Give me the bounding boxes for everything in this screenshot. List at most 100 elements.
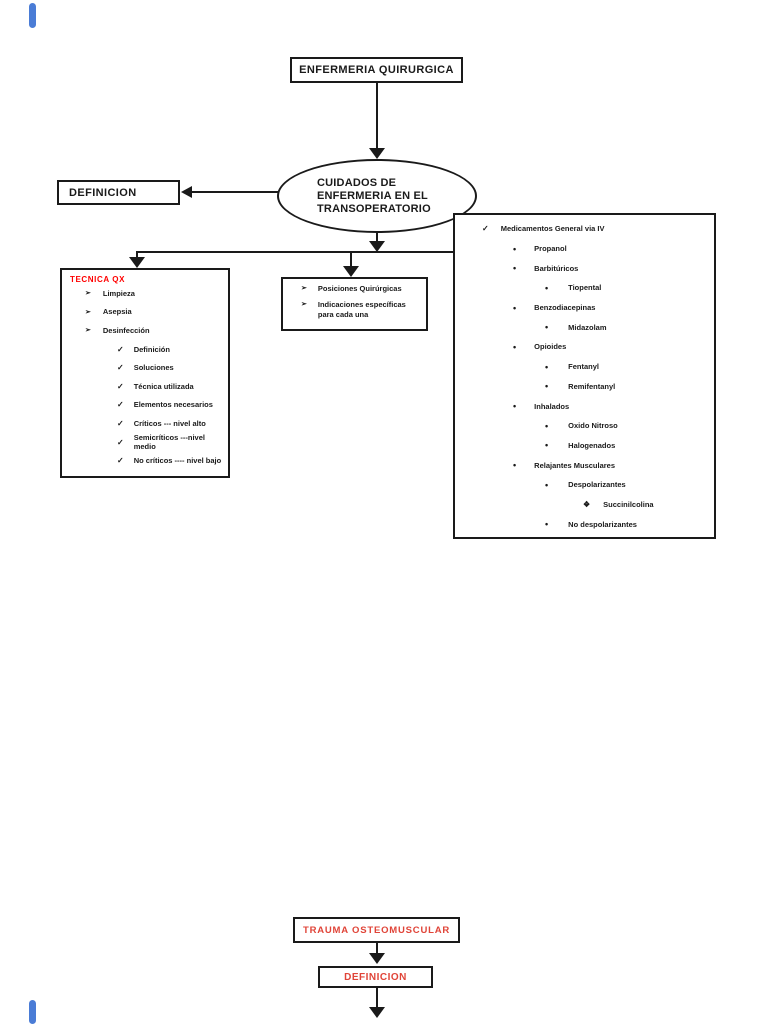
definicion-node: DEFINICION xyxy=(57,180,180,205)
list-item: ✓ Medicamentos General via IV xyxy=(455,219,714,239)
branch-line xyxy=(136,251,455,253)
list-item: ➢ Desinfección xyxy=(62,321,228,340)
list-item: ✓ Técnica utilizada xyxy=(62,377,228,396)
list-item: • Relajantes Musculares xyxy=(455,455,714,475)
connector-line xyxy=(376,83,378,150)
medicamentos-box: ✓ Medicamentos General via IV • Propanol… xyxy=(453,213,716,539)
connector-line xyxy=(350,253,352,268)
list-item: • Inhalados xyxy=(455,396,714,416)
arrow-bullet-icon: ➢ xyxy=(301,301,307,308)
arrow-bullet-icon: ➢ xyxy=(301,285,307,292)
definicion2-node: DEFINICION xyxy=(318,966,433,988)
list-item: ✓ Críticos --- nivel alto xyxy=(62,414,228,433)
bullet-icon: • xyxy=(545,440,549,451)
list-item-label: Benzodiacepinas xyxy=(534,303,596,313)
tecnica-qx-title: TECNICA QX xyxy=(70,275,126,284)
list-item-label: Halogenados xyxy=(568,440,616,450)
list-item: • Fentanyl xyxy=(455,357,714,377)
list-item: ➢ Indicaciones específicas para cada una xyxy=(283,300,426,320)
check-icon: ✓ xyxy=(117,437,124,447)
list-item-label: Soluciones xyxy=(133,363,174,373)
central-node-label: CUIDADOS DE ENFERMERIA EN EL TRANSOPERAT… xyxy=(317,176,431,215)
list-item: ➢ Limpieza xyxy=(62,284,228,303)
list-item-label: Asepsia xyxy=(102,307,132,317)
medicamentos-title: Medicamentos General via IV xyxy=(500,224,605,234)
trauma-node: TRAUMA OSTEOMUSCULAR xyxy=(293,917,460,943)
list-item-label: Desinfección xyxy=(102,325,150,335)
list-item-label: No críticos ---- nivel bajo xyxy=(133,456,222,466)
list-item-label: Definición xyxy=(133,344,170,354)
central-node: CUIDADOS DE ENFERMERIA EN EL TRANSOPERAT… xyxy=(277,159,477,233)
arrow-down-icon xyxy=(369,953,385,964)
check-icon: ✓ xyxy=(482,224,489,234)
bullet-icon: • xyxy=(513,341,517,352)
list-item-label: No despolarizantes xyxy=(568,519,637,529)
list-item: ✓ Definición xyxy=(62,340,228,359)
bullet-icon: • xyxy=(545,361,549,372)
list-item-label: Posiciones Quirúrgicas xyxy=(317,284,402,293)
list-item: • Despolarizantes xyxy=(455,475,714,495)
list-item-label: Despolarizantes xyxy=(568,480,626,490)
list-item: ❖ Succinilcolina xyxy=(455,495,714,515)
connector-line xyxy=(376,943,378,955)
list-item-label: Técnica utilizada xyxy=(133,381,194,391)
check-icon: ✓ xyxy=(117,344,124,354)
list-item: • Midazolam xyxy=(455,317,714,337)
arrow-down-icon xyxy=(369,241,385,252)
arrow-bullet-icon: ➢ xyxy=(85,327,91,335)
definicion-node-label: DEFINICION xyxy=(69,186,137,199)
trauma-node-label: TRAUMA OSTEOMUSCULAR xyxy=(302,924,451,936)
list-item: • Remifentanyl xyxy=(455,377,714,397)
list-item-label: Relajantes Musculares xyxy=(534,460,616,470)
root-node-label: ENFERMERIA QUIRURGICA xyxy=(299,64,454,76)
list-item-label: Indicaciones específicas para cada una xyxy=(317,300,406,319)
list-item-label: Remifentanyl xyxy=(568,381,616,391)
root-node: ENFERMERIA QUIRURGICA xyxy=(290,57,463,83)
connector-line xyxy=(190,191,278,193)
arrow-down-icon xyxy=(369,148,385,159)
tecnica-qx-box: TECNICA QX ➢ Limpieza ➢ Asepsia ➢ Desinf… xyxy=(60,268,230,478)
check-icon: ✓ xyxy=(117,400,124,410)
posiciones-box: ➢ Posiciones Quirúrgicas ➢ Indicaciones … xyxy=(281,277,428,331)
list-item: • Benzodiacepinas xyxy=(455,298,714,318)
bullet-icon: • xyxy=(513,302,517,313)
list-item: ✓ Elementos necesarios xyxy=(62,396,228,415)
bullet-icon: • xyxy=(513,243,517,254)
arrow-bullet-icon: ➢ xyxy=(85,290,91,298)
list-item-label: Elementos necesarios xyxy=(133,400,213,410)
check-icon: ✓ xyxy=(117,381,124,391)
bullet-icon: • xyxy=(513,263,517,274)
arrow-down-icon xyxy=(343,266,359,277)
bullet-icon: • xyxy=(545,420,549,431)
list-item-label: Oxido Nitroso xyxy=(568,421,618,431)
check-icon: ✓ xyxy=(117,363,124,373)
list-item-label: Succinilcolina xyxy=(603,499,654,509)
list-item: ✓ No críticos ---- nivel bajo xyxy=(62,451,228,470)
check-icon: ✓ xyxy=(117,456,124,466)
list-item: • Barbitúricos xyxy=(455,258,714,278)
list-item: • Opioides xyxy=(455,337,714,357)
page-edge-marker-bottom xyxy=(29,1000,36,1024)
list-item-label: Midazolam xyxy=(568,322,607,332)
list-item-label: Limpieza xyxy=(102,288,135,298)
connector-line xyxy=(136,253,138,258)
arrow-left-icon xyxy=(181,186,192,198)
list-item: • Halogenados xyxy=(455,436,714,456)
list-item: • Propanol xyxy=(455,239,714,259)
list-item: ✓ Soluciones xyxy=(62,358,228,377)
list-item: ➢ Posiciones Quirúrgicas xyxy=(283,284,426,294)
list-item: ✓ Semicríticos ---nivel medio xyxy=(62,433,228,452)
list-item-label: Fentanyl xyxy=(568,362,599,372)
arrow-down-icon xyxy=(369,1007,385,1018)
list-item-label: Críticos --- nivel alto xyxy=(133,418,206,428)
arrow-down-icon xyxy=(129,257,145,268)
arrow-bullet-icon: ➢ xyxy=(85,308,91,316)
connector-line xyxy=(376,988,378,1009)
bullet-icon: • xyxy=(545,381,549,392)
page-edge-marker-top xyxy=(29,3,36,28)
check-icon: ✓ xyxy=(117,418,124,428)
bullet-icon: • xyxy=(545,282,549,293)
list-item-label: Propanol xyxy=(534,244,567,254)
list-item-label: Opioides xyxy=(534,342,567,352)
